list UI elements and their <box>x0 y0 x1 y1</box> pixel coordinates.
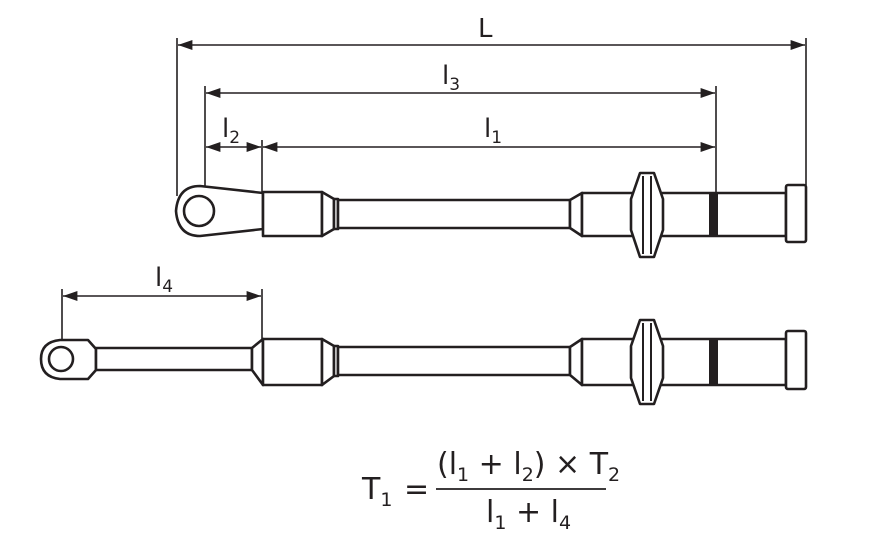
handle-section <box>261 190 324 238</box>
wrench-shaft <box>336 198 572 230</box>
extension-lines <box>61 38 807 345</box>
handle-section <box>261 337 324 387</box>
wrench-eye-small <box>47 345 75 373</box>
torque-formula: T1 = (l1 + l2) × T2 l1 + l4 <box>361 447 620 534</box>
end-cap <box>784 183 808 244</box>
wrench-shaft <box>336 345 572 377</box>
formula-lhs: T1 <box>361 472 392 511</box>
adjuster-disc <box>629 318 665 406</box>
formula-numerator: (l1 + l2) × T2 <box>437 447 620 486</box>
label-l2: l2 <box>222 114 240 148</box>
adjuster-disc <box>629 171 665 259</box>
formula-denominator: l1 + l4 <box>486 495 571 534</box>
formula-equals: = <box>404 472 429 507</box>
wrench-eye <box>182 194 216 228</box>
scale-band <box>709 339 718 385</box>
wrench-bottom <box>39 318 808 406</box>
label-l1: l1 <box>484 114 502 148</box>
label-L: L <box>478 14 493 44</box>
end-cap <box>784 329 808 391</box>
scale-band <box>709 193 718 236</box>
wrench-top <box>174 171 808 259</box>
extension-shaft <box>94 346 254 372</box>
label-l4: l4 <box>155 263 173 297</box>
label-l3: l3 <box>442 61 460 95</box>
